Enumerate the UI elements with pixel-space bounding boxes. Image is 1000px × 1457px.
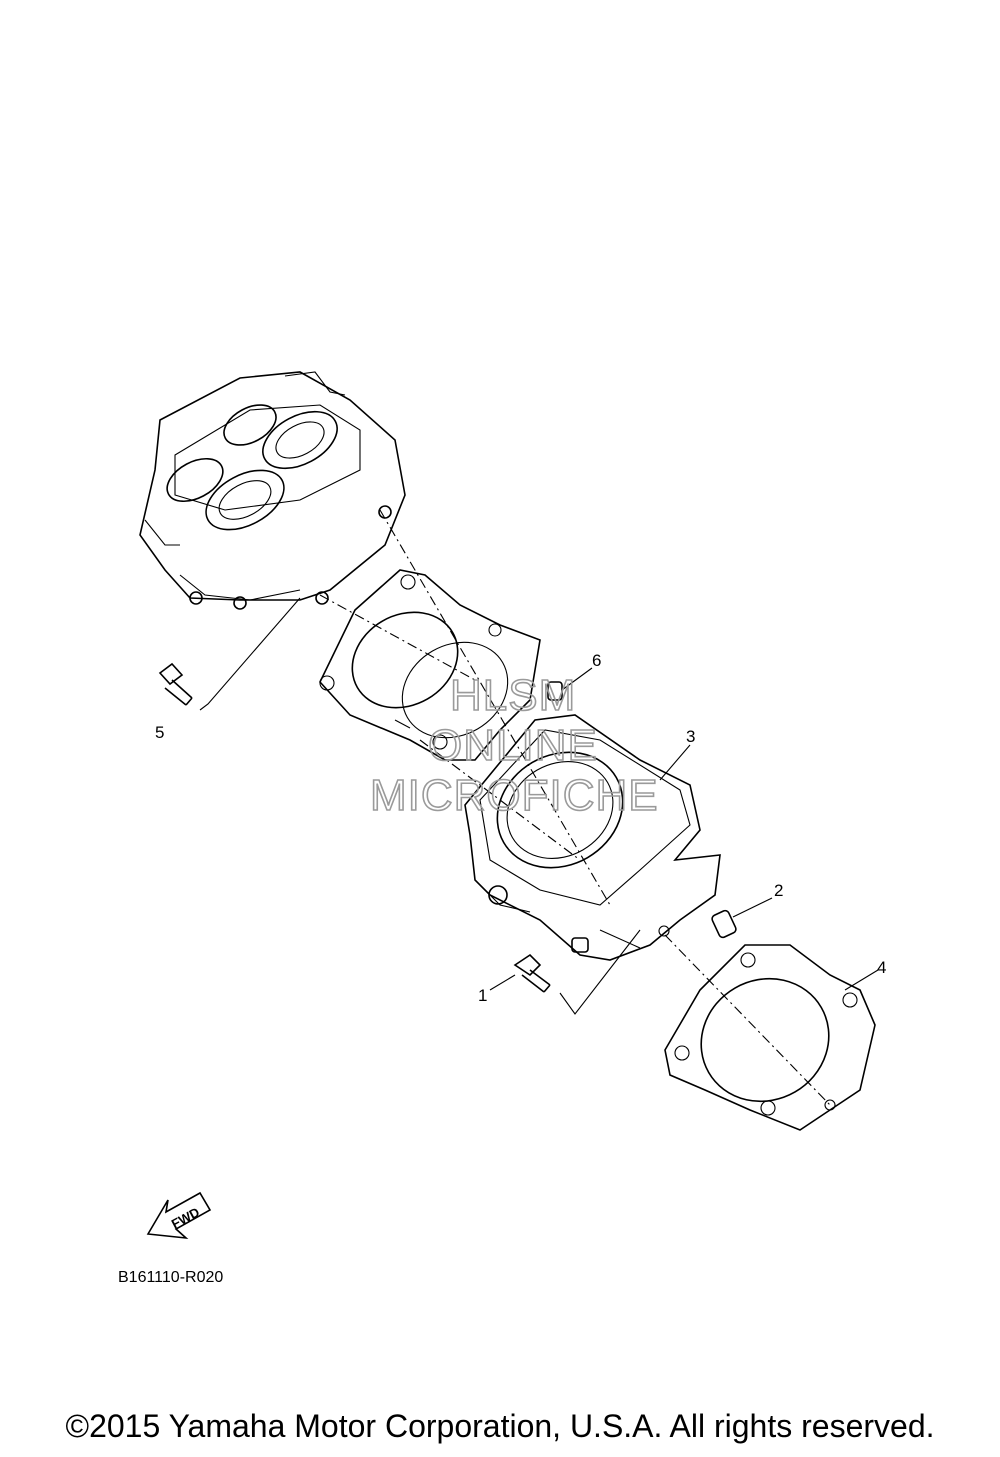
callout-1: 1 (478, 986, 487, 1005)
alignment-lines (319, 509, 831, 1106)
dowel-pin-2 (711, 909, 737, 939)
bolt-5 (158, 662, 193, 706)
cylinder-block (464, 714, 721, 961)
watermark: HLSM ONLINE MICROFICHE (369, 670, 659, 821)
dowel-pin-6 (547, 681, 563, 701)
watermark-line-3: MICROFICHE (370, 771, 659, 820)
fwd-arrow-icon: FWD (146, 1191, 212, 1240)
cylinder-head (139, 371, 406, 610)
callout-3: 3 (686, 727, 695, 746)
copyright-notice: ©2015 Yamaha Motor Corporation, U.S.A. A… (65, 1408, 935, 1444)
callout-6: 6 (592, 651, 601, 670)
cylinder-head-gasket (319, 569, 541, 761)
cylinder-base-gasket (664, 944, 876, 1131)
watermark-line-1: HLSM (450, 671, 576, 720)
bolt-1 (513, 953, 551, 993)
callout-5: 5 (155, 723, 164, 742)
diagram-code: B161110-R020 (118, 1269, 223, 1286)
callout-2: 2 (774, 881, 783, 900)
callout-4: 4 (877, 958, 886, 977)
watermark-line-2: ONLINE (428, 721, 598, 770)
leader-lines (199, 597, 879, 1015)
